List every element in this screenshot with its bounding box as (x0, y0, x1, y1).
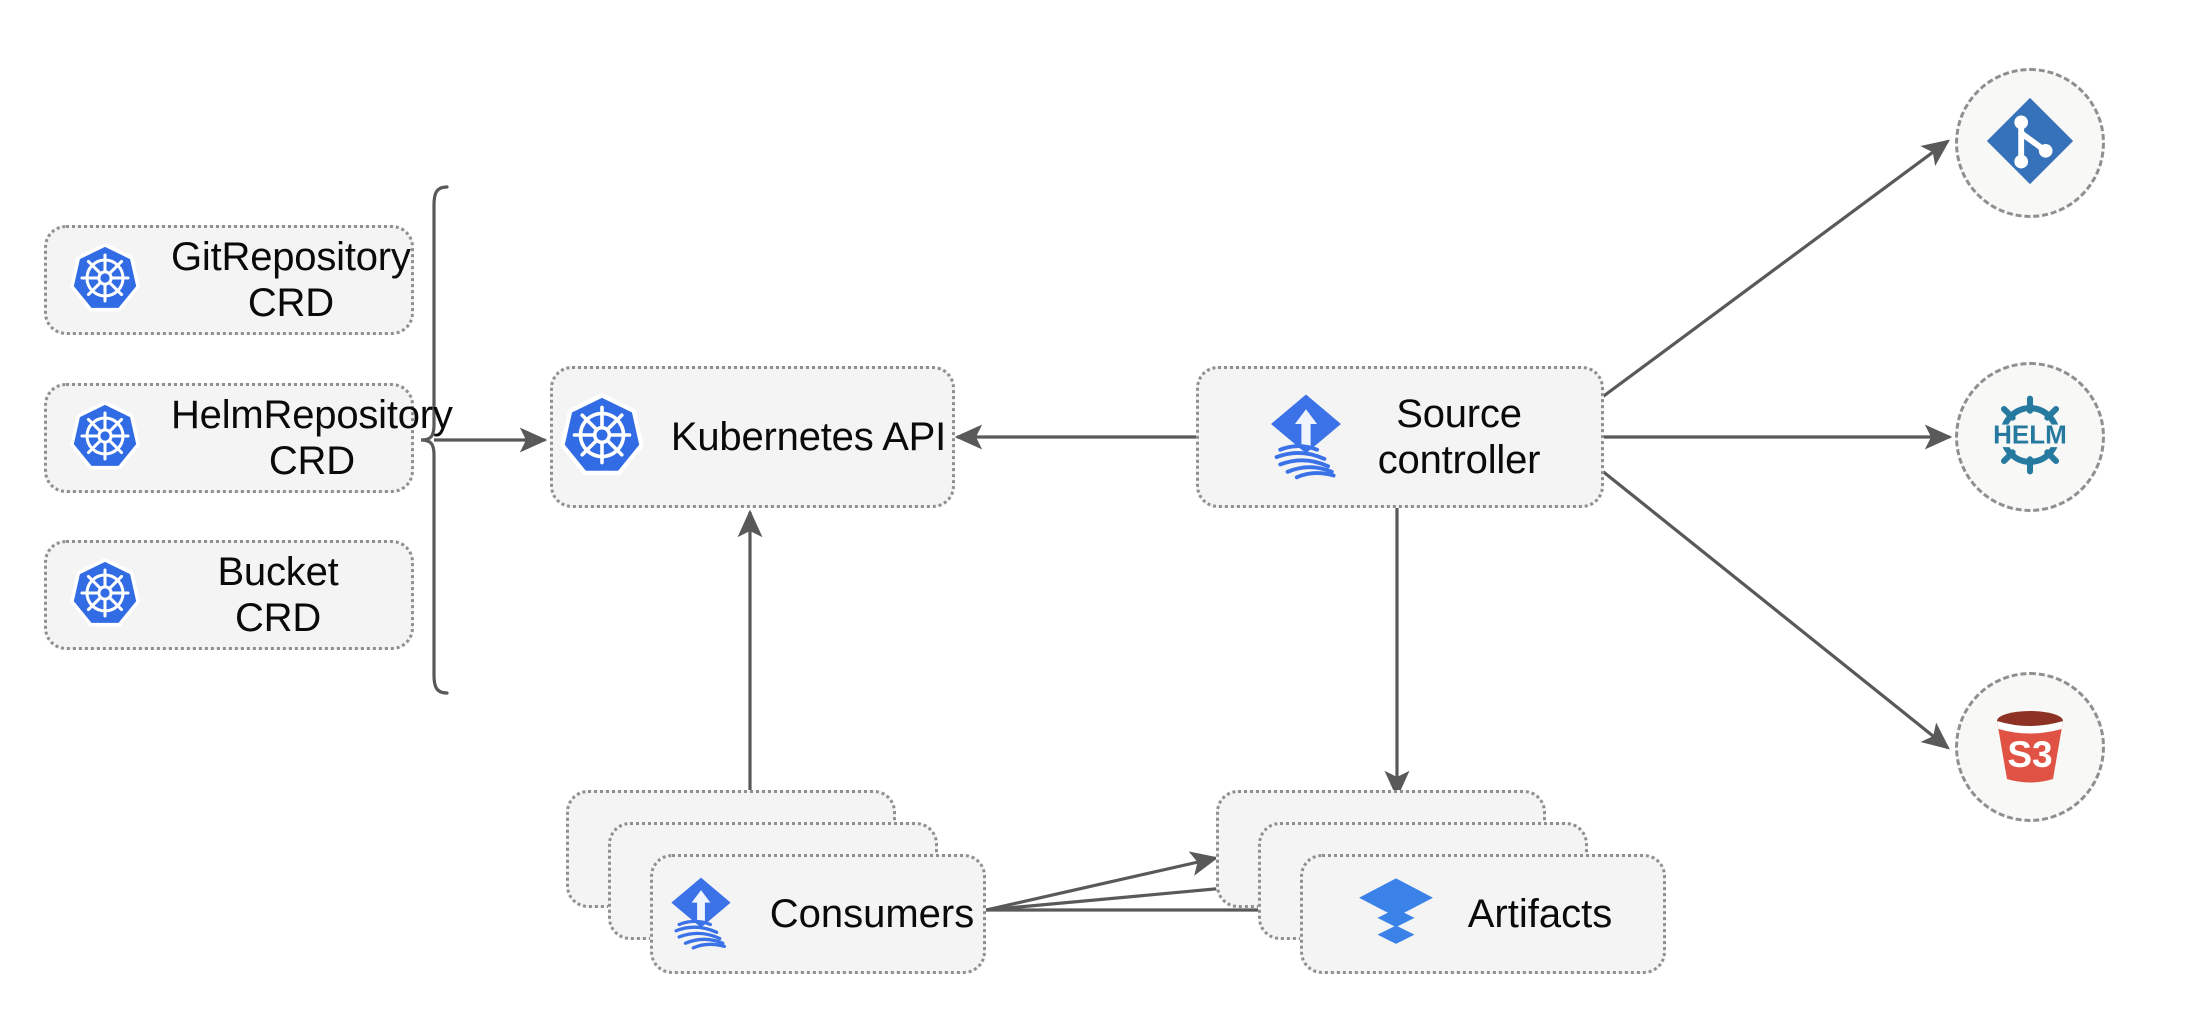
artifacts-label: Artifacts (1467, 891, 1613, 936)
consumers-card-front[interactable]: Consumers (650, 854, 986, 974)
gitrepository-crd-node[interactable]: GitRepository CRD (44, 225, 414, 335)
layers-icon (1354, 870, 1438, 959)
helm-icon: HELM (1978, 383, 2082, 492)
gitrepository-crd-label: GitRepository CRD (171, 235, 411, 325)
flux-icon (1260, 389, 1352, 486)
kubernetes-icon (69, 400, 141, 477)
bucket-crd-label: Bucket CRD (217, 550, 339, 640)
kubernetes-icon (69, 242, 141, 319)
edge-source-controller-to-s3 (1599, 468, 1950, 750)
helmrepository-crd-node[interactable]: HelmRepository CRD (44, 383, 453, 493)
kubernetes-icon (69, 557, 141, 634)
bucket-crd-node[interactable]: Bucket CRD (44, 540, 414, 650)
kubernetes-api-node[interactable]: Kubernetes API (550, 366, 955, 508)
artifacts-stack[interactable]: Artifacts (1216, 790, 1666, 974)
flux-icon (662, 873, 740, 956)
s3-icon: S3 (1980, 695, 2080, 800)
s3-endpoint[interactable]: S3 (1955, 672, 2105, 822)
helm-endpoint[interactable]: HELM (1955, 362, 2105, 512)
git-endpoint[interactable] (1955, 68, 2105, 218)
artifacts-card-front[interactable]: Artifacts (1300, 854, 1666, 974)
helm-label: HELM (1993, 419, 2067, 449)
edge-consumers-to-artifacts-1 (985, 851, 1219, 912)
edge-source-controller-to-git (1600, 139, 1950, 400)
consumers-stack[interactable]: Consumers (566, 790, 986, 974)
source-controller-label: Source controller (1377, 392, 1541, 482)
consumers-label: Consumers (769, 891, 975, 936)
helmrepository-crd-label: HelmRepository CRD (171, 393, 453, 483)
git-icon (1981, 92, 2079, 195)
kubernetes-icon (559, 392, 645, 483)
s3-label: S3 (2007, 734, 2052, 775)
kubernetes-api-label: Kubernetes API (670, 415, 947, 459)
source-controller-node[interactable]: Source controller (1196, 366, 1604, 508)
